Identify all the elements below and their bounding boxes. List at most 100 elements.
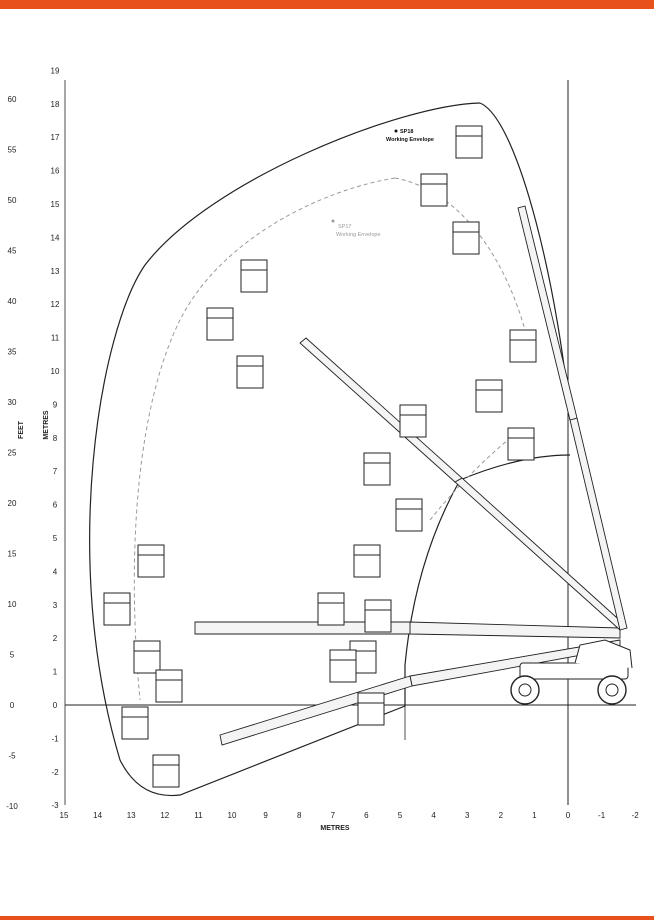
metre-tick-label-h: -1 — [598, 811, 606, 820]
feet-tick-label: 0 — [10, 701, 15, 710]
metre-tick-label: -3 — [51, 801, 59, 810]
platform-basket — [420, 173, 448, 207]
platform-basket — [206, 307, 234, 341]
metre-tick-label-h: 7 — [331, 811, 336, 820]
platform-basket — [152, 754, 180, 788]
platform-basket — [455, 125, 483, 159]
feet-tick-label: 40 — [8, 297, 17, 306]
metre-tick-label: 0 — [53, 701, 58, 710]
metre-tick-label-h: 6 — [364, 811, 369, 820]
metre-tick-label: 7 — [53, 467, 58, 476]
machine-base — [510, 639, 633, 705]
metre-tick-label-h: 15 — [60, 811, 69, 820]
metre-tick-label: 10 — [51, 367, 60, 376]
platform-baskets — [103, 125, 537, 788]
platform-basket — [103, 592, 131, 626]
platform-basket — [509, 329, 537, 363]
platform-basket — [329, 649, 357, 683]
feet-tick-label: 25 — [8, 449, 17, 458]
feet-tick-label: 35 — [8, 348, 17, 357]
platform-basket — [353, 544, 381, 578]
metre-tick-label-h: 10 — [228, 811, 237, 820]
platform-basket — [357, 692, 385, 726]
sp17-code: SP17 — [338, 224, 351, 230]
metre-tick-label-h: 11 — [194, 811, 203, 820]
platform-basket — [133, 640, 161, 674]
sp17-label: Working Envelope — [336, 232, 381, 238]
sp18-code: SP18 — [400, 129, 413, 135]
metres-axis-title-vertical: METRES — [43, 410, 50, 440]
feet-tick-label: 20 — [8, 499, 17, 508]
metre-tick-label: 8 — [53, 434, 58, 443]
top-accent-bar — [0, 0, 654, 9]
feet-tick-label: 50 — [8, 196, 17, 205]
feet-tick-label: 5 — [10, 651, 15, 660]
metre-tick-label: 9 — [53, 400, 58, 409]
metre-tick-label: 11 — [51, 334, 60, 343]
metres-axis-title-horizontal: METRES — [320, 825, 350, 832]
metre-tick-label-h: 3 — [465, 811, 470, 820]
metre-tick-label: 3 — [53, 601, 58, 610]
metre-tick-label: -1 — [51, 734, 59, 743]
feet-tick-label: -10 — [6, 802, 18, 811]
platform-basket — [121, 706, 149, 740]
feet-tick-label: 45 — [8, 247, 17, 256]
sp18-envelope-right — [479, 102, 571, 421]
metre-tick-label-h: 0 — [566, 811, 571, 820]
metre-tick-label-h: 4 — [431, 811, 436, 820]
metre-tick-label: 15 — [51, 200, 60, 209]
sp17-envelope-outline — [133, 177, 396, 701]
platform-basket — [155, 669, 183, 703]
metre-tick-label-h: 9 — [263, 811, 268, 820]
platform-basket — [240, 259, 268, 293]
platform-basket — [364, 599, 392, 633]
sp17-inner-arc — [429, 429, 521, 521]
sp18-label: Working Envelope — [386, 137, 434, 143]
bottom-accent-bar — [0, 916, 654, 920]
metre-tick-label-h: 14 — [93, 811, 102, 820]
metre-tick-label: 18 — [51, 100, 60, 109]
sp18-envelope-outline — [89, 102, 571, 797]
metre-tick-label-h: -2 — [632, 811, 640, 820]
feet-tick-label: 10 — [8, 600, 17, 609]
metre-tick-label: 14 — [51, 233, 60, 242]
metre-tick-label: 13 — [51, 267, 60, 276]
metre-tick-label: 16 — [51, 167, 60, 176]
metre-tick-label-h: 2 — [499, 811, 504, 820]
metre-tick-label: 5 — [53, 534, 58, 543]
metre-tick-label: -2 — [51, 768, 59, 777]
platform-basket — [399, 404, 427, 438]
metre-tick-label: 19 — [51, 66, 60, 75]
platform-basket — [475, 379, 503, 413]
platform-basket — [137, 544, 165, 578]
metre-tick-label: 2 — [53, 634, 58, 643]
sp17-marker — [331, 219, 335, 223]
metre-tick-label-h: 12 — [160, 811, 169, 820]
platform-basket — [317, 592, 345, 626]
platform-basket — [507, 427, 535, 461]
feet-axis-title: FEET — [18, 420, 25, 439]
metre-tick-label-h: 1 — [532, 811, 537, 820]
feet-tick-label: 15 — [8, 550, 17, 559]
feet-tick-label: 60 — [8, 95, 17, 104]
platform-basket — [452, 221, 480, 255]
metre-tick-label-h: 13 — [127, 811, 136, 820]
metre-tick-label: 6 — [53, 501, 58, 510]
metre-tick-label-h: 8 — [297, 811, 302, 820]
feet-tick-label: 30 — [8, 398, 17, 407]
sp18-marker — [394, 129, 398, 133]
platform-basket — [363, 452, 391, 486]
metre-tick-label: 12 — [51, 300, 60, 309]
platform-basket — [395, 498, 423, 532]
platform-basket — [236, 355, 264, 389]
metre-tick-label: 1 — [53, 668, 58, 677]
metre-tick-label: 4 — [53, 567, 58, 576]
feet-tick-label: -5 — [8, 752, 16, 761]
feet-tick-label: 55 — [8, 146, 17, 155]
sp17-envelope-right — [394, 177, 531, 351]
metre-tick-label-h: 5 — [398, 811, 403, 820]
